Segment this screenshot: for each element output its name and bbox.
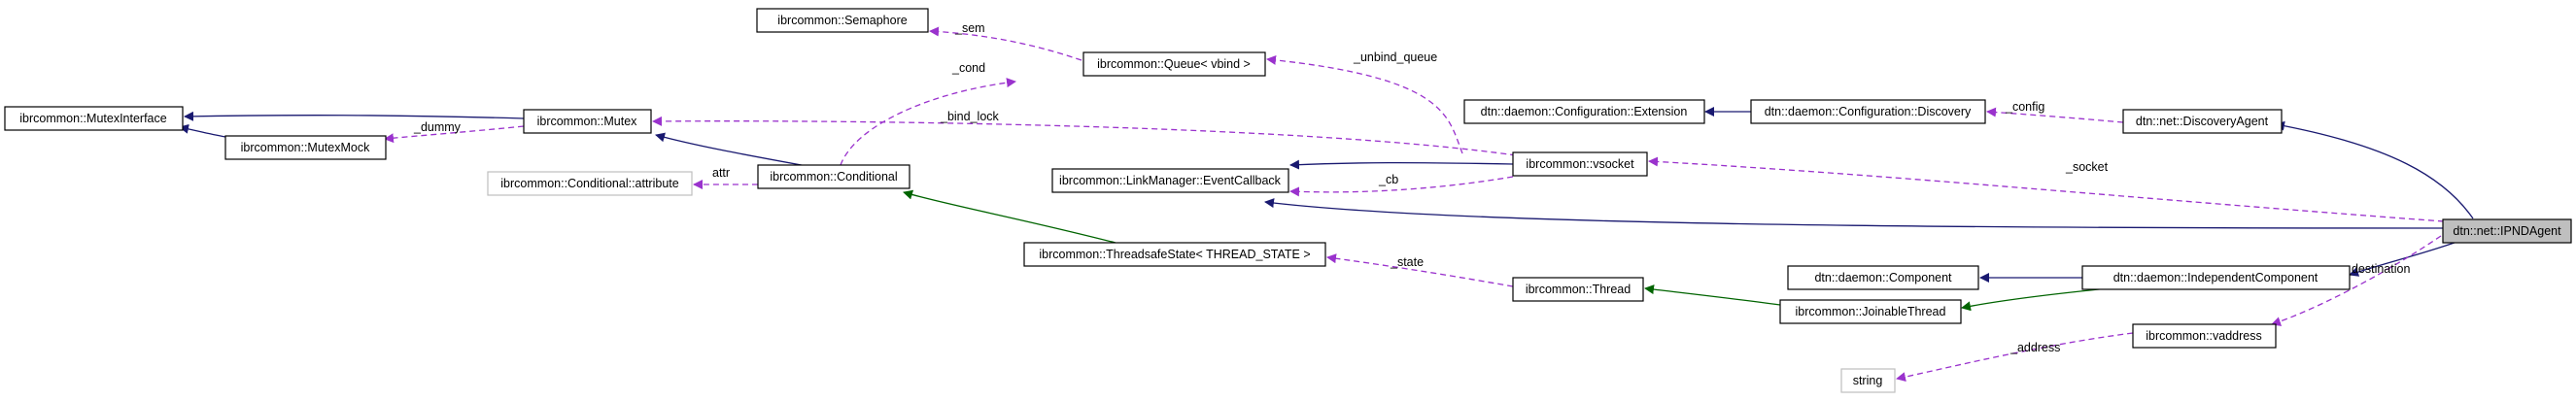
node-vsocket[interactable]: ibrcommon::vsocket xyxy=(1512,151,1648,177)
node-label-vsocket: ibrcommon::vsocket xyxy=(1526,157,1634,171)
node-label-discovery-agent: dtn::net::DiscoveryAgent xyxy=(2136,115,2269,128)
edge-independentcomponent-to-joinablethread xyxy=(1961,287,2110,312)
edge-label-unbind-queue: _unbind_queue xyxy=(1353,50,1437,64)
edge-queue-sem-semaphore xyxy=(929,26,1082,61)
node-label-discovery: dtn::daemon::Configuration::Discovery xyxy=(1765,105,1972,118)
edge-vsocket-bindlock-mutex xyxy=(652,116,1517,156)
node-label-threadsafe-state: ibrcommon::ThreadsafeState< THREAD_STATE… xyxy=(1039,248,1310,261)
edge-discoveryagent-config-discovery xyxy=(1986,107,2124,123)
edge-label-destination: _destination xyxy=(2344,262,2410,276)
node-extension[interactable]: dtn::daemon::Configuration::Extension xyxy=(1463,99,1705,124)
node-ipnd-agent[interactable]: dtn::net::IPNDAgent xyxy=(2442,218,2572,244)
node-label-mutex: ibrcommon::Mutex xyxy=(537,115,638,128)
node-independent-component[interactable]: dtn::daemon::IndependentComponent xyxy=(2081,265,2351,290)
node-label-extension: dtn::daemon::Configuration::Extension xyxy=(1481,105,1688,118)
edge-label-state: _state xyxy=(1390,255,1424,269)
node-label-vaddress: ibrcommon::vaddress xyxy=(2146,329,2262,343)
node-label-semaphore: ibrcommon::Semaphore xyxy=(777,14,907,27)
node-label-joinable-thread: ibrcommon::JoinableThread xyxy=(1796,305,1946,318)
edge-thread-state-threadsafestate xyxy=(1326,253,1514,287)
edge-joinablethread-to-thread xyxy=(1644,284,1781,306)
edge-vaddress-address-string xyxy=(1896,332,2134,383)
node-joinable-thread[interactable]: ibrcommon::JoinableThread xyxy=(1779,299,1962,324)
node-mutex[interactable]: ibrcommon::Mutex xyxy=(523,109,652,134)
edges xyxy=(179,26,2474,383)
edge-mutex-to-mutexinterface xyxy=(184,111,525,121)
node-discovery-agent[interactable]: dtn::net::DiscoveryAgent xyxy=(2122,109,2283,134)
edge-mutex-dummy-mutexmock xyxy=(384,125,525,144)
node-queue[interactable]: ibrcommon::Queue< vbind > xyxy=(1082,51,1266,77)
edge-label-cond: _cond xyxy=(951,61,985,75)
edge-vsocket-cb-eventcallback xyxy=(1289,176,1514,197)
edge-label-address: _address xyxy=(2009,341,2060,354)
node-label-event-callback: ibrcommon::LinkManager::EventCallback xyxy=(1059,174,1282,187)
node-event-callback[interactable]: ibrcommon::LinkManager::EventCallback xyxy=(1051,168,1289,193)
edge-label-bind-lock: _bind_lock xyxy=(940,110,1000,123)
edge-mutexmock-to-mutexinterface xyxy=(179,123,226,138)
node-conditional[interactable]: ibrcommon::Conditional xyxy=(757,164,910,189)
node-discovery[interactable]: dtn::daemon::Configuration::Discovery xyxy=(1750,99,1986,124)
edge-label-dummy: _dummy xyxy=(413,120,462,134)
node-vaddress[interactable]: ibrcommon::vaddress xyxy=(2132,323,2277,349)
node-label-mutex-interface: ibrcommon::MutexInterface xyxy=(19,112,166,125)
edge-label-attr: attr xyxy=(712,166,730,180)
node-thread[interactable]: ibrcommon::Thread xyxy=(1512,277,1644,302)
edge-label-sem: _sem xyxy=(954,21,985,35)
edge-ipnd-to-discoveryagent xyxy=(2275,120,2474,219)
edge-labels: _sem _cond _unbind_queue _dummy _bind_lo… xyxy=(413,21,2410,354)
node-mutex-mock[interactable]: ibrcommon::MutexMock xyxy=(224,135,387,160)
node-string[interactable]: string xyxy=(1840,368,1896,393)
node-label-mutex-mock: ibrcommon::MutexMock xyxy=(241,141,370,154)
edge-threadsafestate-to-conditional xyxy=(903,189,1116,244)
node-component[interactable]: dtn::daemon::Component xyxy=(1787,265,1979,290)
edge-label-cb: _cb xyxy=(1378,173,1398,186)
edge-ipnd-to-eventcallback xyxy=(1264,198,2444,229)
node-label-queue: ibrcommon::Queue< vbind > xyxy=(1097,57,1251,71)
node-label-component: dtn::daemon::Component xyxy=(1814,271,1952,284)
node-label-conditional-attribute: ibrcommon::Conditional::attribute xyxy=(500,177,678,190)
node-label-thread: ibrcommon::Thread xyxy=(1526,283,1631,296)
node-label-independent-component: dtn::daemon::IndependentComponent xyxy=(2113,271,2318,284)
edge-conditional-cond-queue xyxy=(840,78,1016,166)
node-label-conditional: ibrcommon::Conditional xyxy=(770,170,897,184)
node-label-ipnd-agent: dtn::net::IPNDAgent xyxy=(2453,224,2561,238)
edge-label-config: _config xyxy=(2005,100,2044,114)
edge-vsocket-unbind-queue xyxy=(1266,54,1463,154)
edge-conditional-to-mutex xyxy=(655,132,807,167)
node-label-string: string xyxy=(1853,374,1883,387)
edge-ipnd-socket-vsocket xyxy=(1648,156,2445,222)
nodes: ibrcommon::Semaphore ibrcommon::Queue< v… xyxy=(4,8,2572,393)
node-threadsafe-state[interactable]: ibrcommon::ThreadsafeState< THREAD_STATE… xyxy=(1023,242,1326,267)
node-semaphore[interactable]: ibrcommon::Semaphore xyxy=(756,8,929,33)
node-mutex-interface[interactable]: ibrcommon::MutexInterface xyxy=(4,106,184,131)
edge-label-socket: _socket xyxy=(2065,160,2109,174)
node-conditional-attribute[interactable]: ibrcommon::Conditional::attribute xyxy=(487,171,693,196)
edge-vsocket-to-eventcallback xyxy=(1289,159,1514,170)
